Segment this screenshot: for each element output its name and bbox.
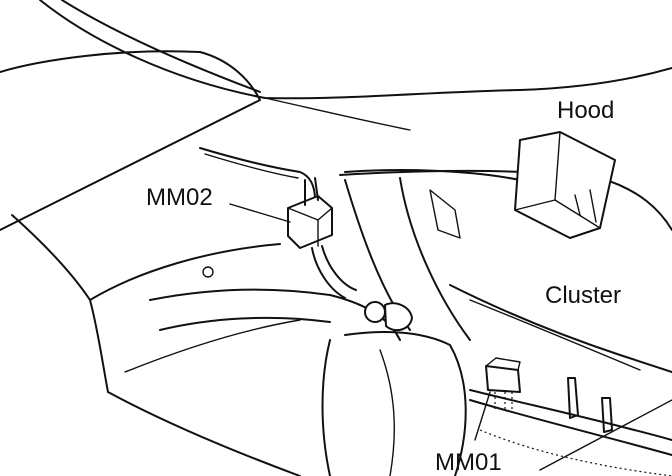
mm01-connector: [485, 357, 521, 410]
lower-trim: [469, 377, 672, 476]
cluster-connector: [514, 131, 616, 239]
mm02-connector: [287, 177, 413, 332]
hood-panel: [39, 0, 672, 131]
blower-housing: [149, 266, 467, 476]
left-fender-panel: [0, 50, 301, 476]
hood-label: Hood: [557, 97, 614, 124]
mm02-label: MM02: [146, 184, 213, 211]
hood-wire: [199, 147, 521, 201]
cluster-label: Cluster: [545, 282, 621, 309]
mm01-leader-line: [474, 391, 491, 441]
mm01-label: MM01: [435, 449, 502, 476]
cowl-panel: [339, 169, 672, 373]
mm02-leader-line: [229, 203, 291, 223]
